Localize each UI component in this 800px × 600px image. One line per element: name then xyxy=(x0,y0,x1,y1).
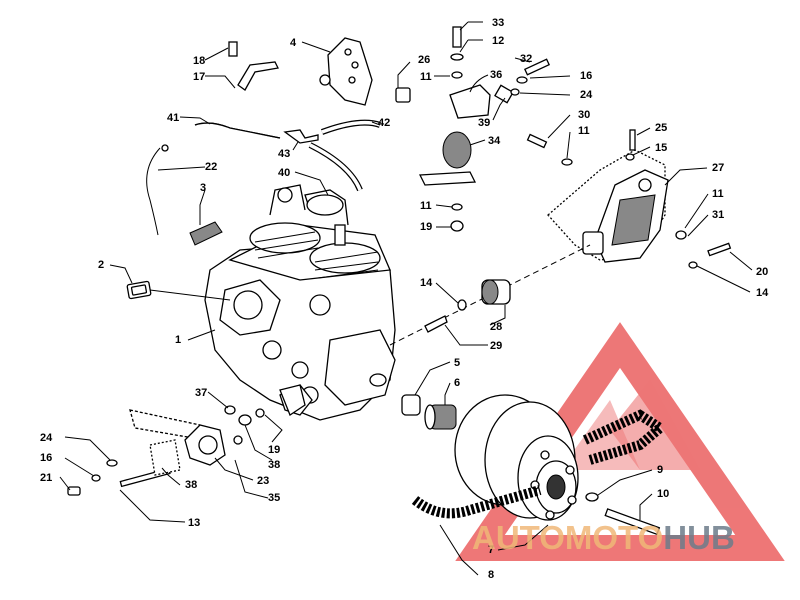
callout-14-left: 14 xyxy=(420,277,433,289)
callout-39: 39 xyxy=(478,117,490,129)
callout-43: 43 xyxy=(278,148,290,160)
callout-17: 17 xyxy=(193,71,205,83)
leader-lines xyxy=(59,21,753,576)
upper-components xyxy=(126,37,411,300)
callout-34: 34 xyxy=(488,135,501,147)
mount-stack xyxy=(418,26,551,232)
callout-15: 15 xyxy=(655,142,667,154)
cylinder-fins xyxy=(254,231,379,279)
callout-21: 21 xyxy=(40,472,52,484)
callout-24-lower: 24 xyxy=(40,432,53,444)
watermark-brand-part1: AUTOMOTO xyxy=(472,519,664,556)
callout-11-top: 11 xyxy=(420,71,432,83)
callout-7: 7 xyxy=(488,544,494,556)
callout-19-lower: 19 xyxy=(268,444,280,456)
callout-5: 5 xyxy=(454,357,460,369)
lower-left-assembly xyxy=(67,384,306,496)
callout-25: 25 xyxy=(655,122,667,134)
callout-16-top: 16 xyxy=(580,70,592,82)
watermark-brand-part2: HUB xyxy=(663,519,735,556)
callout-31: 31 xyxy=(712,209,724,221)
callout-40: 40 xyxy=(278,167,290,179)
callout-18: 18 xyxy=(193,55,205,67)
engine-assembly xyxy=(204,184,396,421)
callout-6: 6 xyxy=(454,377,460,389)
callout-30: 30 xyxy=(578,109,590,121)
callout-labels: 33 12 4 32 36 18 17 26 11 16 24 41 42 39… xyxy=(40,17,769,581)
right-mount-bracket xyxy=(389,129,732,346)
callout-32: 32 xyxy=(520,53,532,65)
callout-16-lower: 16 xyxy=(40,452,52,464)
callout-23: 23 xyxy=(257,475,269,487)
watermark-brand-text: AUTOMOTOHUB xyxy=(472,519,735,557)
callout-33: 33 xyxy=(492,17,504,29)
callout-12: 12 xyxy=(492,35,504,47)
clutch-spacers xyxy=(401,394,457,430)
callout-10: 10 xyxy=(657,488,669,500)
callout-20: 20 xyxy=(756,266,768,278)
callout-38-right: 38 xyxy=(268,459,280,471)
callout-4: 4 xyxy=(290,37,297,49)
callout-41: 41 xyxy=(167,112,179,124)
callout-28: 28 xyxy=(490,321,502,333)
callout-22: 22 xyxy=(205,161,217,173)
callout-8: 8 xyxy=(488,569,494,581)
callout-11-right: 11 xyxy=(712,188,724,200)
callout-11-lower: 11 xyxy=(420,200,432,212)
callout-42: 42 xyxy=(378,117,390,129)
callout-14-right: 14 xyxy=(756,287,769,299)
callout-29: 29 xyxy=(490,340,502,352)
callout-1: 1 xyxy=(175,334,181,346)
callout-2: 2 xyxy=(98,259,104,271)
callout-37: 37 xyxy=(195,387,207,399)
callout-11-mid: 11 xyxy=(578,125,590,137)
callout-13: 13 xyxy=(188,517,200,529)
callout-9: 9 xyxy=(657,464,663,476)
callout-26: 26 xyxy=(418,54,430,66)
front-mount xyxy=(424,279,511,333)
callout-27: 27 xyxy=(712,162,724,174)
callout-35: 35 xyxy=(268,492,280,504)
callout-19-top: 19 xyxy=(420,221,432,233)
callout-38-left: 38 xyxy=(185,479,197,491)
callout-36: 36 xyxy=(490,69,502,81)
callout-3: 3 xyxy=(200,182,206,194)
drive-clutch xyxy=(411,394,669,536)
callout-24-top: 24 xyxy=(580,89,593,101)
